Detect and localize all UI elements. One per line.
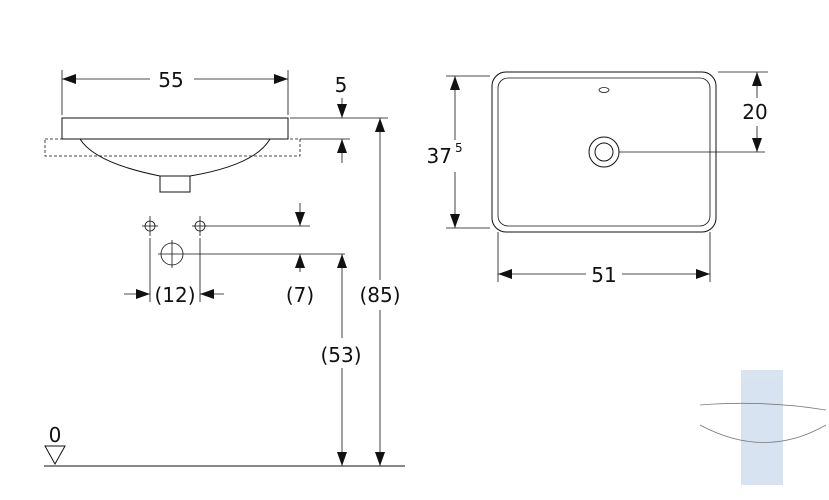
dimension-label-faucet-spacing: (12) <box>154 283 195 307</box>
drain-outlet <box>159 175 191 193</box>
bowl-outline <box>79 138 271 177</box>
countertop-outline <box>44 138 301 157</box>
dimension-label-drain-offset: (7) <box>286 283 314 307</box>
basin-plan-view <box>491 71 765 233</box>
dimension-depth: 37 5 <box>427 75 490 229</box>
basin-side-view <box>44 117 301 193</box>
dimension-label-drain-from-back: 20 <box>742 100 767 124</box>
dimension-width-top: 55 <box>61 68 289 115</box>
floor-label: 0 <box>49 423 62 447</box>
dimension-drain-offset: (7) <box>286 203 314 307</box>
dimension-width-plan: 51 <box>497 232 711 287</box>
floor-marker-icon <box>44 445 66 466</box>
watermark-logo <box>699 370 827 485</box>
dimension-label-width-plan: 51 <box>591 263 616 287</box>
basin-rim <box>61 117 289 140</box>
plan-drain-inner <box>594 142 614 162</box>
dimension-label-rim: 5 <box>335 73 348 97</box>
floor-reference: 0 <box>44 423 405 467</box>
dimension-label-total-height: (85) <box>359 283 400 307</box>
dimension-label-width-top: 55 <box>158 68 183 92</box>
dimension-drain-from-back: 20 <box>718 71 768 152</box>
dimension-drain-height: (53) <box>320 254 362 466</box>
dimension-rim-thickness: 5 <box>290 73 388 163</box>
dimension-faucet-spacing: (12) <box>124 283 224 307</box>
tap-hole-markers <box>142 216 345 302</box>
dimension-label-drain-height: (53) <box>320 343 361 367</box>
overflow-hole <box>598 87 610 93</box>
dimension-total-height: (85) <box>359 118 401 466</box>
dimension-label-depth-superscript: 5 <box>455 141 463 155</box>
plan-drain-outer <box>588 136 620 168</box>
dimension-label-depth: 37 <box>427 144 452 168</box>
